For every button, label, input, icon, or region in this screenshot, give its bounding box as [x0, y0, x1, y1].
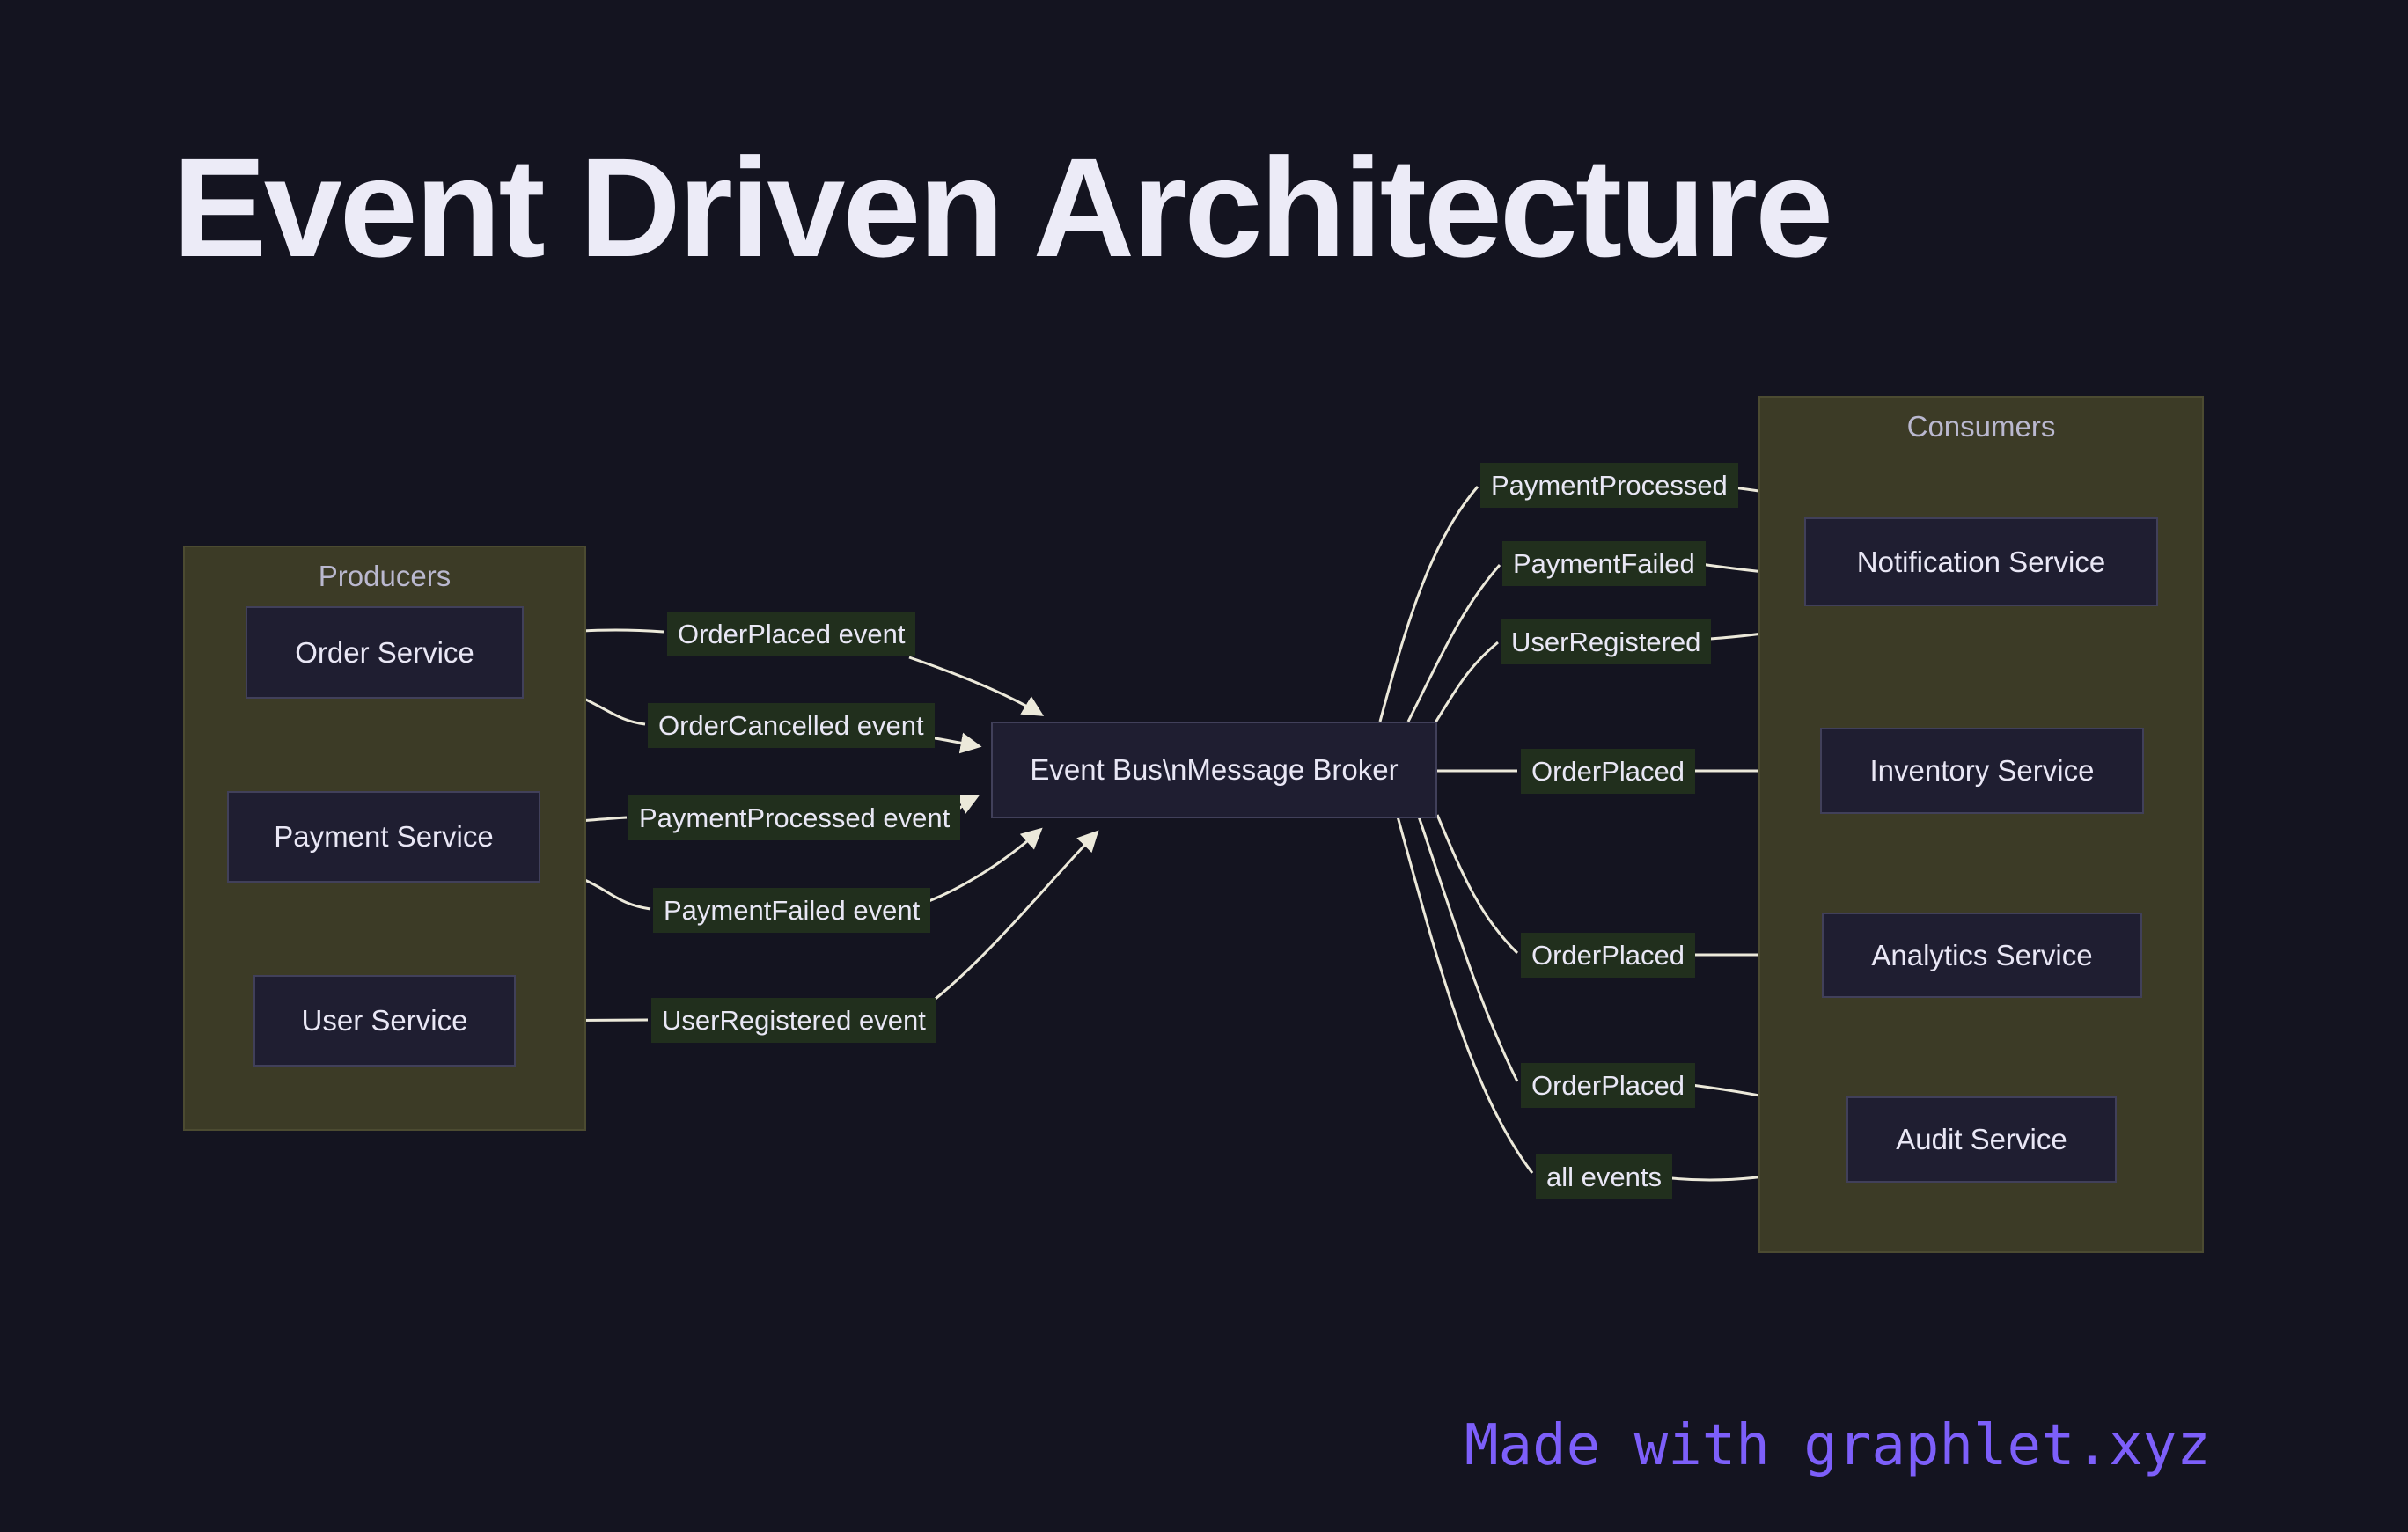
edge-label-orderplaced-2[interactable]: OrderPlaced	[1521, 933, 1696, 978]
edge-label-userregistered[interactable]: UserRegistered	[1501, 619, 1712, 664]
group-producers-title: Producers	[318, 560, 452, 592]
edge-bus-paymentprocessed	[1378, 486, 1479, 722]
node-event-bus[interactable]: Event Bus\nMessage Broker	[991, 722, 1437, 818]
node-user-service[interactable]: User Service	[253, 975, 516, 1067]
node-analytics-service[interactable]: Analytics Service	[1822, 913, 2142, 998]
node-audit-service[interactable]: Audit Service	[1846, 1096, 2117, 1183]
page-title: Event Driven Architecture	[173, 128, 1833, 286]
edge-bus-allevents	[1396, 816, 1534, 1174]
edge-label-paymentfailed-event[interactable]: PaymentFailed event	[653, 888, 931, 933]
edge-paymentfailed-bus	[919, 827, 1043, 906]
edge-bus-orderplaced-analytics	[1435, 814, 1519, 955]
edge-label-orderplaced-1[interactable]: OrderPlaced	[1521, 749, 1696, 794]
node-inventory-service[interactable]: Inventory Service	[1820, 728, 2144, 814]
edge-label-allevents[interactable]: all events	[1536, 1154, 1672, 1199]
edge-bus-orderplaced-audit	[1417, 816, 1519, 1082]
edge-label-paymentfailed[interactable]: PaymentFailed	[1502, 541, 1706, 586]
edge-orderplaced-bus	[908, 656, 1045, 716]
node-payment-service[interactable]: Payment Service	[227, 791, 540, 883]
edge-ordercancelled-bus	[929, 732, 982, 754]
edge-label-orderplaced-3[interactable]: OrderPlaced	[1521, 1063, 1696, 1108]
group-consumers-title: Consumers	[1906, 410, 2056, 443]
node-order-service[interactable]: Order Service	[246, 606, 524, 699]
edge-label-ordercancelled-event[interactable]: OrderCancelled event	[648, 703, 935, 748]
edge-label-paymentprocessed-event[interactable]: PaymentProcessed event	[628, 795, 961, 840]
made-with-graphlet-link[interactable]: Made with graphlet.xyz	[1465, 1413, 2211, 1478]
edge-bus-userregistered	[1434, 641, 1499, 723]
edge-label-paymentprocessed[interactable]: PaymentProcessed	[1480, 463, 1738, 508]
edge-userregistered-bus	[922, 830, 1099, 1010]
node-notification-service[interactable]: Notification Service	[1804, 517, 2158, 606]
edge-label-orderplaced-event[interactable]: OrderPlaced event	[667, 612, 916, 656]
edge-bus-paymentfailed	[1406, 564, 1501, 722]
edge-label-userregistered-event[interactable]: UserRegistered event	[651, 998, 936, 1043]
